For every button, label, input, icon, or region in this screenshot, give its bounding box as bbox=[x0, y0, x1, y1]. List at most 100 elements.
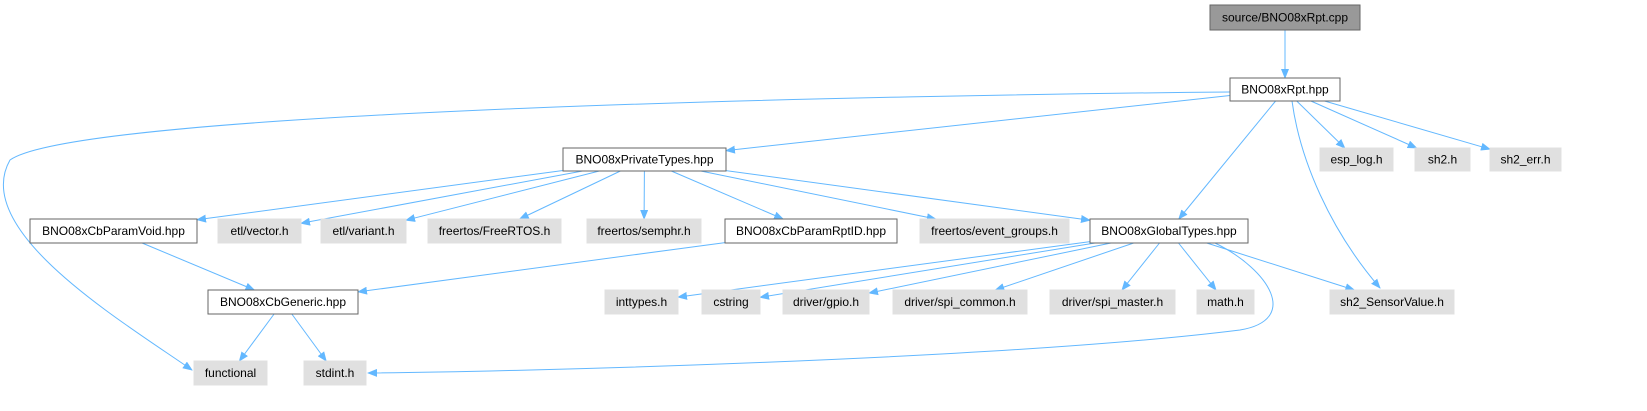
node-box bbox=[303, 360, 367, 386]
node-label: driver/gpio.h bbox=[793, 295, 859, 309]
node-etlvector: etl/vector.h bbox=[217, 218, 302, 244]
edge-private-to-paramvoid bbox=[196, 170, 564, 223]
edge-global-to-spicommon bbox=[994, 242, 1134, 291]
node-box bbox=[1049, 289, 1176, 315]
node-box bbox=[1209, 4, 1361, 31]
edge-rpt-to-functional bbox=[2, 91, 1231, 371]
node-sh2: sh2.h bbox=[1414, 147, 1471, 172]
node-box bbox=[1414, 147, 1471, 172]
edge-paramvoid-to-generic bbox=[141, 242, 256, 291]
node-freertos: freertos/FreeRTOS.h bbox=[427, 218, 562, 244]
node-label: inttypes.h bbox=[616, 295, 667, 309]
node-label: sh2.h bbox=[1428, 153, 1457, 167]
node-math: math.h bbox=[1196, 289, 1255, 315]
node-label: functional bbox=[205, 366, 256, 380]
node-box bbox=[217, 218, 302, 244]
node-label: driver/spi_master.h bbox=[1062, 295, 1163, 309]
node-layer: source/BNO08xRpt.cppBNO08xRpt.hppBNO08xP… bbox=[29, 4, 1562, 386]
edge-layer bbox=[2, 30, 1491, 377]
node-label: freertos/semphr.h bbox=[597, 224, 690, 238]
edge-generic-to-stdint bbox=[291, 313, 327, 362]
node-label: source/BNO08xRpt.cpp bbox=[1222, 11, 1348, 25]
edge-global-to-stdint bbox=[367, 242, 1274, 377]
edge-global-to-inttypes bbox=[677, 241, 1091, 300]
edge-rpt-to-global bbox=[1178, 100, 1276, 220]
node-box bbox=[562, 147, 727, 172]
edge-global-to-sensorvalue bbox=[1206, 242, 1356, 292]
node-box bbox=[193, 360, 268, 386]
node-stdint: stdint.h bbox=[303, 360, 367, 386]
node-label: BNO08xRpt.hpp bbox=[1241, 83, 1329, 97]
node-box bbox=[586, 218, 702, 244]
node-generic[interactable]: BNO08xCbGeneric.hpp bbox=[207, 289, 359, 315]
node-label: esp_log.h bbox=[1330, 153, 1382, 167]
edge-rpt-to-private bbox=[725, 95, 1231, 154]
edge-private-to-eventgroups bbox=[700, 170, 937, 222]
node-box bbox=[919, 218, 1070, 244]
node-inttypes: inttypes.h bbox=[604, 289, 679, 315]
edge-global-to-cstring bbox=[759, 242, 1096, 300]
node-box bbox=[1319, 147, 1394, 172]
node-label: freertos/event_groups.h bbox=[931, 224, 1058, 238]
node-label: BNO08xCbParamVoid.hpp bbox=[42, 224, 185, 238]
edge-private-to-global bbox=[725, 170, 1091, 223]
node-paramvoid[interactable]: BNO08xCbParamVoid.hpp bbox=[29, 218, 198, 244]
node-label: BNO08xCbParamRptID.hpp bbox=[736, 224, 886, 238]
node-box bbox=[604, 289, 679, 315]
node-box bbox=[427, 218, 562, 244]
node-box bbox=[701, 289, 761, 315]
node-label: etl/variant.h bbox=[332, 224, 394, 238]
edge-rpt-to-sensorvalue bbox=[1291, 100, 1381, 289]
node-box bbox=[724, 218, 898, 244]
node-global[interactable]: BNO08xGlobalTypes.hpp bbox=[1089, 218, 1249, 244]
node-label: sh2_err.h bbox=[1500, 153, 1550, 167]
node-label: math.h bbox=[1207, 295, 1244, 309]
node-label: sh2_SensorValue.h bbox=[1340, 295, 1444, 309]
node-sh2err: sh2_err.h bbox=[1489, 147, 1562, 172]
edge-rpt-to-esplog bbox=[1296, 100, 1346, 149]
node-cstring: cstring bbox=[701, 289, 761, 315]
node-box bbox=[29, 218, 198, 244]
node-box bbox=[1489, 147, 1562, 172]
node-box bbox=[207, 289, 359, 315]
node-label: driver/spi_common.h bbox=[904, 295, 1015, 309]
edge-generic-to-functional bbox=[238, 313, 275, 362]
node-box bbox=[892, 289, 1028, 315]
node-private[interactable]: BNO08xPrivateTypes.hpp bbox=[562, 147, 727, 172]
edge-rpt-to-sh2err bbox=[1324, 100, 1491, 151]
node-label: BNO08xCbGeneric.hpp bbox=[220, 295, 346, 309]
node-box bbox=[782, 289, 870, 315]
edge-paramrptid-to-generic bbox=[357, 242, 726, 295]
edge-private-to-paramrptid bbox=[671, 170, 785, 220]
node-functional: functional bbox=[193, 360, 268, 386]
edge-global-to-math bbox=[1178, 242, 1217, 291]
node-eventgroups: freertos/event_groups.h bbox=[919, 218, 1070, 244]
node-box bbox=[1329, 289, 1455, 315]
node-label: freertos/FreeRTOS.h bbox=[439, 224, 551, 238]
node-semphr: freertos/semphr.h bbox=[586, 218, 702, 244]
node-gpio: driver/gpio.h bbox=[782, 289, 870, 315]
node-box bbox=[320, 218, 407, 244]
edge-private-to-freertos bbox=[518, 170, 621, 220]
edge-rpt-to-sh2 bbox=[1310, 100, 1418, 149]
node-label: etl/vector.h bbox=[230, 224, 288, 238]
node-esplog: esp_log.h bbox=[1319, 147, 1394, 172]
node-label: BNO08xPrivateTypes.hpp bbox=[575, 153, 713, 167]
node-label: BNO08xGlobalTypes.hpp bbox=[1101, 224, 1237, 238]
node-rpt[interactable]: BNO08xRpt.hpp bbox=[1229, 77, 1341, 102]
node-label: stdint.h bbox=[316, 366, 355, 380]
node-sensorvalue: sh2_SensorValue.h bbox=[1329, 289, 1455, 315]
node-spimaster: driver/spi_master.h bbox=[1049, 289, 1176, 315]
node-box bbox=[1229, 77, 1341, 102]
edge-private-to-etlvector bbox=[300, 170, 583, 226]
edge-private-to-etlvariant bbox=[405, 170, 600, 222]
node-label: cstring bbox=[713, 295, 748, 309]
node-root[interactable]: source/BNO08xRpt.cpp bbox=[1209, 4, 1361, 31]
edge-global-to-gpio bbox=[868, 242, 1112, 296]
node-etlvariant: etl/variant.h bbox=[320, 218, 407, 244]
node-spicommon: driver/spi_common.h bbox=[892, 289, 1028, 315]
node-paramrptid[interactable]: BNO08xCbParamRptID.hpp bbox=[724, 218, 898, 244]
node-box bbox=[1089, 218, 1249, 244]
node-box bbox=[1196, 289, 1255, 315]
